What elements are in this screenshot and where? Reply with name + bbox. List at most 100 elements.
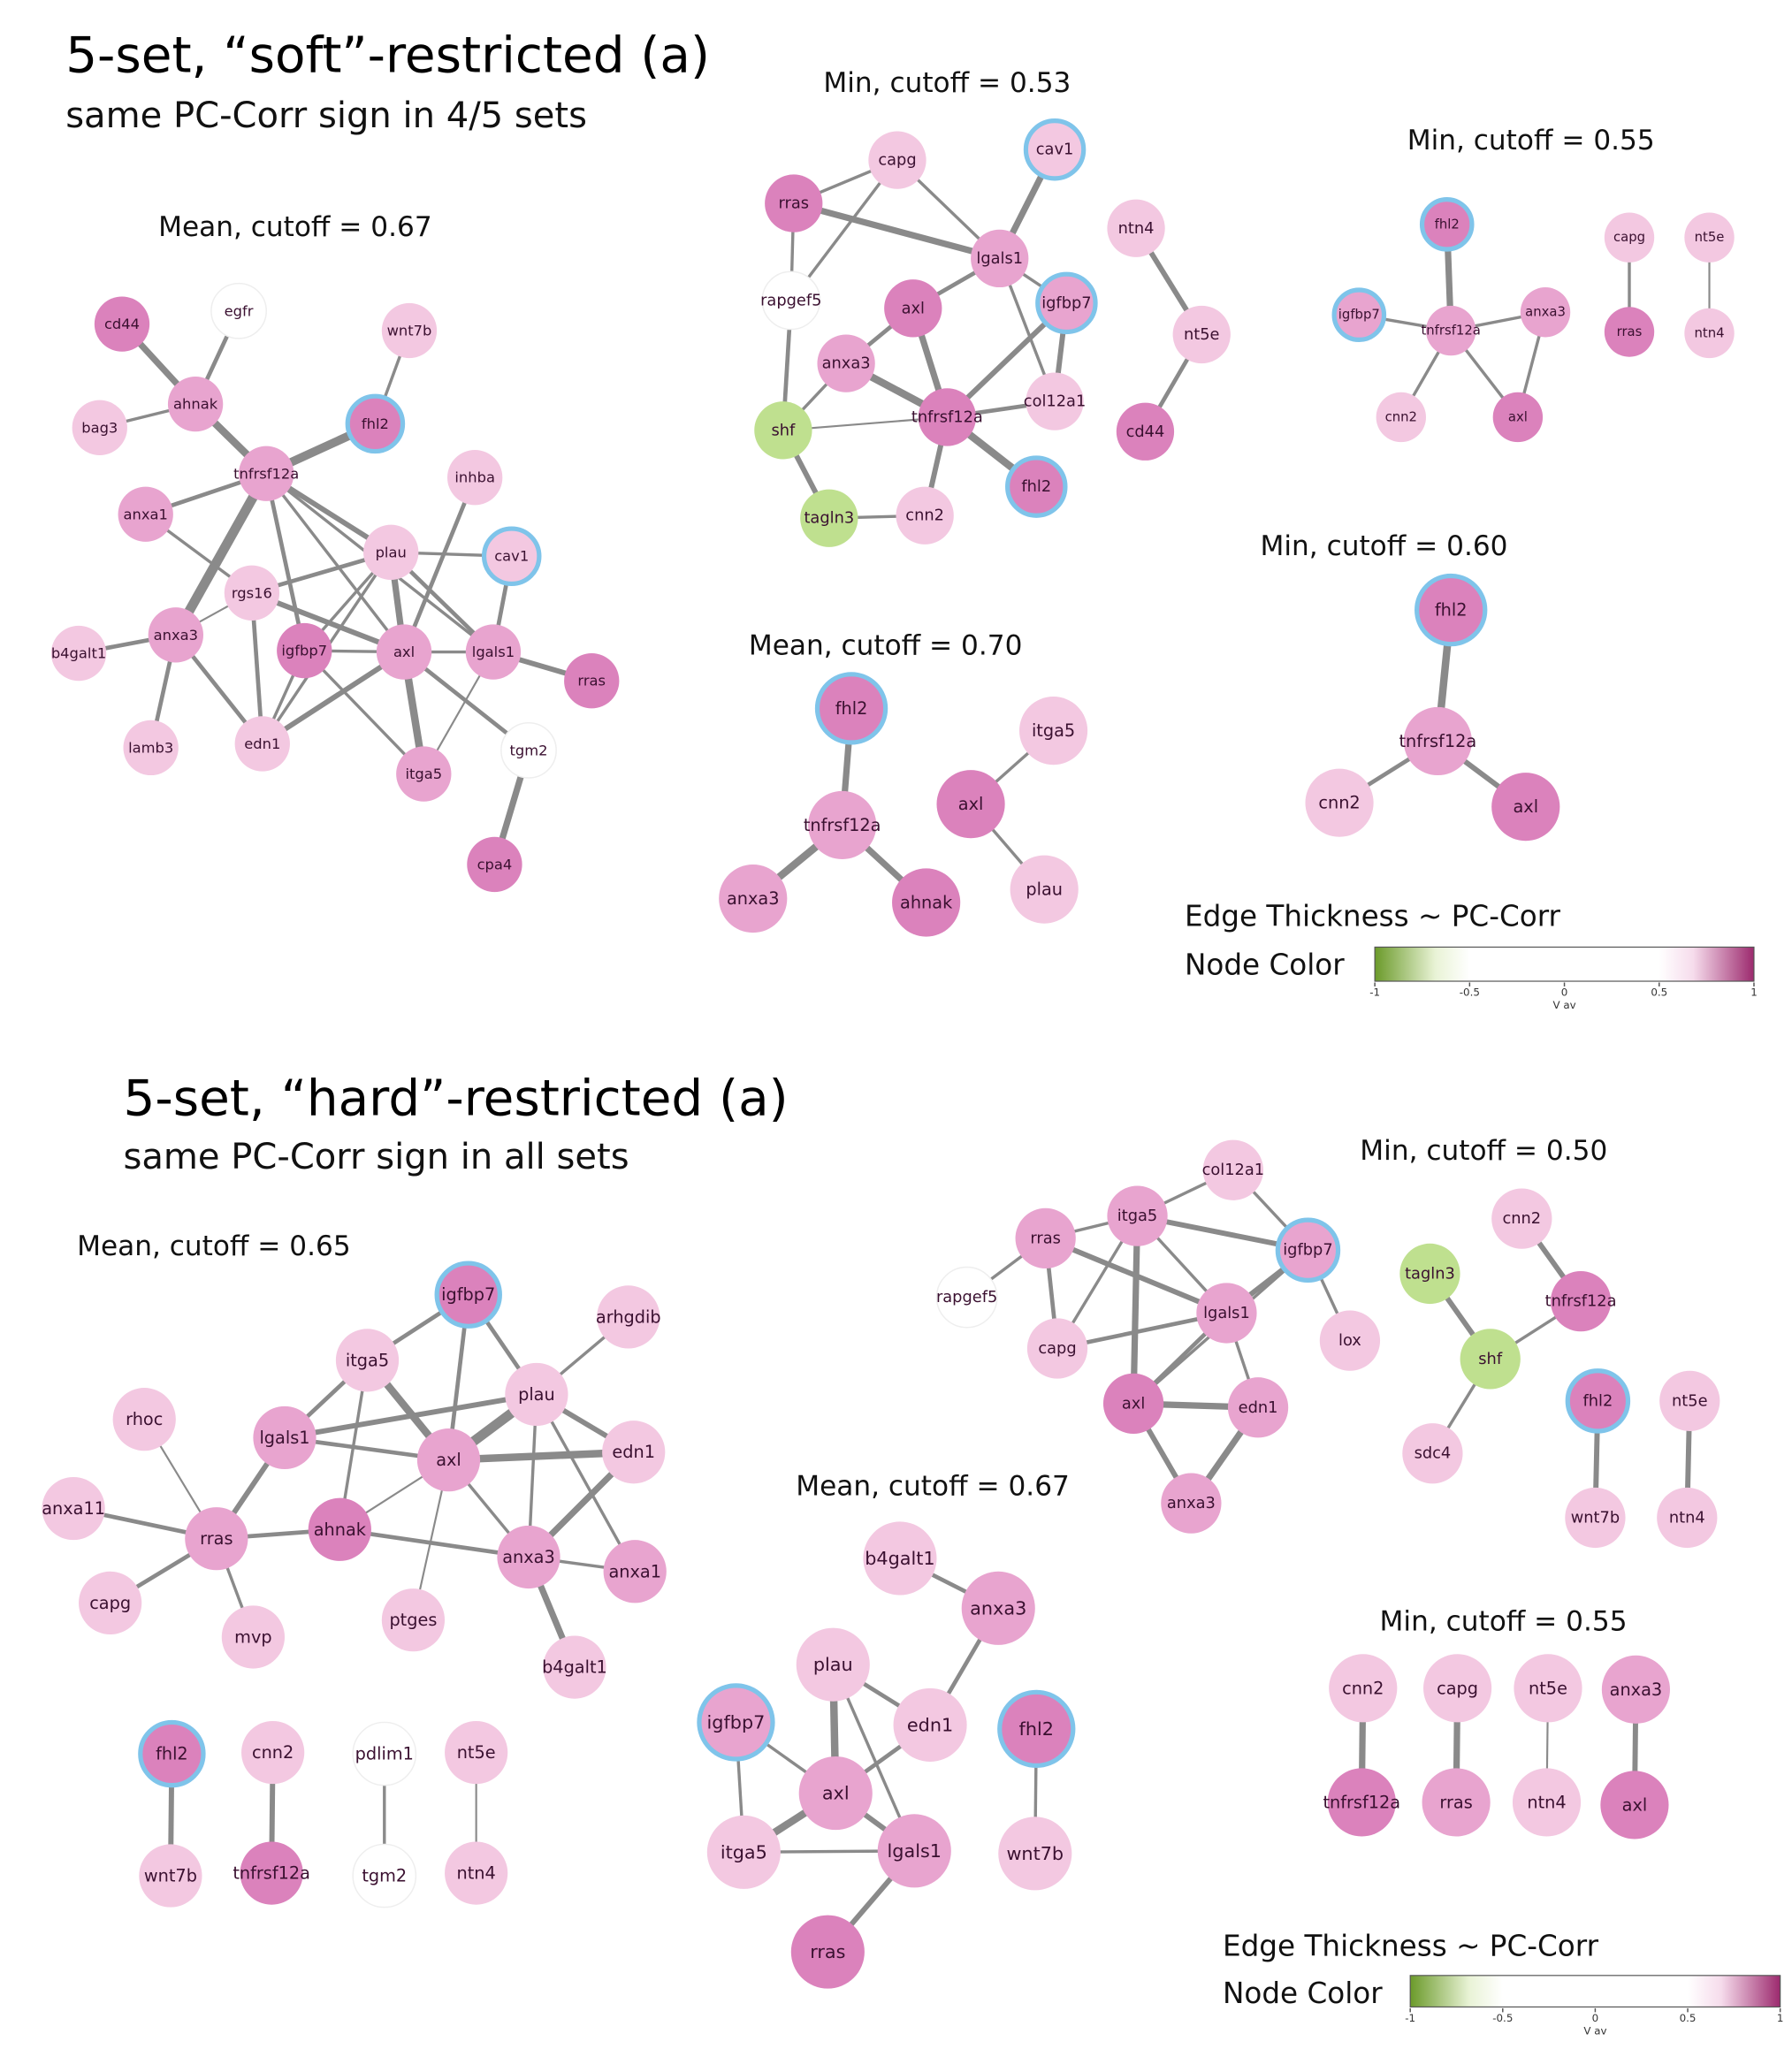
node-wnt7b[interactable]: wnt7b — [381, 302, 438, 359]
node-shf[interactable]: shf — [1460, 1329, 1521, 1390]
node-rgs16[interactable]: rgs16 — [224, 565, 280, 621]
node-axl[interactable]: axl — [1600, 1771, 1669, 1840]
node-nt5e[interactable]: nt5e — [1172, 305, 1231, 364]
node-axl[interactable]: axl — [376, 624, 432, 680]
node-fhl2[interactable]: fhl2 — [814, 672, 888, 745]
node-inhba[interactable]: inhba — [447, 450, 503, 506]
node-col12a1[interactable]: col12a1 — [1202, 1139, 1265, 1200]
node-lgals1[interactable]: lgals1 — [971, 229, 1029, 288]
node-rras[interactable]: rras — [1422, 1768, 1491, 1837]
node-fhl2[interactable]: fhl2 — [1005, 455, 1068, 518]
node-itga5[interactable]: itga5 — [335, 1329, 400, 1392]
node-plau[interactable]: plau — [363, 524, 419, 580]
node-wnt7b[interactable]: wnt7b — [998, 1817, 1072, 1891]
node-igfbp7[interactable]: igfbp7 — [1035, 271, 1098, 335]
node-tagln3[interactable]: tagln3 — [1399, 1243, 1460, 1305]
node-itga5[interactable]: itga5 — [1018, 697, 1088, 766]
node-fhl2[interactable]: fhl2 — [1415, 573, 1488, 647]
node-axl[interactable]: axl — [1491, 773, 1560, 842]
node-igfbp7[interactable]: igfbp7 — [1275, 1217, 1341, 1283]
node-cd44[interactable]: cd44 — [94, 296, 150, 352]
node-ptges[interactable]: ptges — [381, 1588, 446, 1652]
node-anxa3[interactable]: anxa3 — [497, 1525, 560, 1589]
node-lgals1[interactable]: lgals1 — [253, 1405, 316, 1470]
node-lamb3[interactable]: lamb3 — [123, 720, 179, 776]
node-cpa4[interactable]: cpa4 — [467, 836, 522, 893]
node-fhl2[interactable]: fhl2 — [1565, 1368, 1631, 1434]
node-rras[interactable]: rras — [765, 174, 823, 232]
node-tnfrsf12a[interactable]: tnfrsf12a — [233, 446, 299, 501]
node-col12a1[interactable]: col12a1 — [1024, 372, 1087, 430]
node-tnfrsf12a[interactable]: tnfrsf12a — [804, 790, 881, 860]
node-axl[interactable]: axl — [416, 1428, 481, 1492]
node-wnt7b[interactable]: wnt7b — [1565, 1487, 1626, 1549]
node-fhl2[interactable]: fhl2 — [138, 1719, 206, 1788]
node-wnt7b[interactable]: wnt7b — [139, 1844, 202, 1908]
node-b4galt1[interactable]: b4galt1 — [51, 625, 106, 682]
node-axl[interactable]: axl — [1102, 1373, 1164, 1434]
node-tnfrsf12a[interactable]: tnfrsf12a — [1421, 305, 1481, 356]
node-tgm2[interactable]: tgm2 — [352, 1843, 417, 1908]
node-anxa1[interactable]: anxa1 — [118, 486, 173, 542]
node-cnn2[interactable]: cnn2 — [241, 1720, 305, 1785]
node-nt5e[interactable]: nt5e — [1659, 1370, 1720, 1432]
node-rras[interactable]: rras — [790, 1915, 865, 1989]
node-shf[interactable]: shf — [754, 401, 812, 460]
node-lgals1[interactable]: lgals1 — [465, 624, 522, 680]
node-plau[interactable]: plau — [1010, 855, 1079, 924]
node-edn1[interactable]: edn1 — [602, 1421, 666, 1484]
node-edn1[interactable]: edn1 — [1227, 1377, 1289, 1438]
node-anxa1[interactable]: anxa1 — [603, 1540, 667, 1603]
node-egfr[interactable]: egfr — [210, 282, 267, 339]
node-sdc4[interactable]: sdc4 — [1402, 1423, 1463, 1484]
node-plau[interactable]: plau — [505, 1362, 568, 1427]
node-nt5e[interactable]: nt5e — [445, 1720, 508, 1785]
node-ntn4[interactable]: ntn4 — [1684, 308, 1735, 359]
node-b4galt1[interactable]: b4galt1 — [863, 1521, 937, 1596]
node-itga5[interactable]: itga5 — [396, 746, 452, 802]
node-axl[interactable]: axl — [1492, 392, 1544, 443]
node-rras[interactable]: rras — [564, 653, 620, 709]
node-tnfrsf12a[interactable]: tnfrsf12a — [911, 388, 983, 446]
node-lgals1[interactable]: lgals1 — [877, 1814, 951, 1888]
node-capg[interactable]: capg — [79, 1571, 142, 1635]
node-cav1[interactable]: cav1 — [481, 526, 542, 587]
node-ntn4[interactable]: ntn4 — [1107, 199, 1165, 257]
node-cnn2[interactable]: cnn2 — [1329, 1654, 1398, 1723]
node-capg[interactable]: capg — [1026, 1318, 1088, 1379]
node-ahnak[interactable]: ahnak — [167, 376, 224, 432]
node-arhgdib[interactable]: arhgdib — [596, 1285, 661, 1349]
node-mvp[interactable]: mvp — [221, 1605, 286, 1669]
node-lgals1[interactable]: lgals1 — [1196, 1283, 1257, 1344]
node-plau[interactable]: plau — [796, 1627, 870, 1702]
node-itga5[interactable]: itga5 — [1107, 1185, 1168, 1246]
node-tnfrsf12a[interactable]: tnfrsf12a — [1545, 1270, 1617, 1332]
node-tnfrsf12a[interactable]: tnfrsf12a — [1399, 706, 1477, 776]
node-rapgef5[interactable]: rapgef5 — [760, 270, 821, 331]
node-ahnak[interactable]: ahnak — [308, 1497, 371, 1561]
node-tgm2[interactable]: tgm2 — [500, 721, 557, 779]
node-rapgef5[interactable]: rapgef5 — [935, 1266, 998, 1329]
node-cnn2[interactable]: cnn2 — [1305, 768, 1374, 837]
node-anxa3[interactable]: anxa3 — [148, 607, 204, 663]
node-tagln3[interactable]: tagln3 — [800, 489, 858, 547]
node-capg[interactable]: capg — [868, 131, 927, 189]
node-ntn4[interactable]: ntn4 — [1512, 1768, 1582, 1837]
node-rras[interactable]: rras — [1604, 307, 1655, 357]
node-ntn4[interactable]: ntn4 — [445, 1841, 508, 1905]
node-cnn2[interactable]: cnn2 — [1376, 392, 1426, 443]
node-capg[interactable]: capg — [1604, 212, 1655, 263]
node-itga5[interactable]: itga5 — [706, 1815, 781, 1889]
node-axl[interactable]: axl — [884, 279, 942, 338]
node-pdlim1[interactable]: pdlim1 — [352, 1721, 417, 1786]
node-anxa3[interactable]: anxa3 — [1161, 1473, 1222, 1534]
node-axl[interactable]: axl — [936, 770, 1005, 839]
node-anxa3[interactable]: anxa3 — [961, 1571, 1035, 1645]
node-anxa3[interactable]: anxa3 — [817, 334, 875, 392]
node-tnfrsf12a[interactable]: tnfrsf12a — [1323, 1768, 1400, 1837]
node-rhoc[interactable]: rhoc — [112, 1388, 176, 1451]
node-cav1[interactable]: cav1 — [1023, 118, 1087, 181]
node-ahnak[interactable]: ahnak — [892, 868, 961, 937]
node-tnfrsf12a[interactable]: tnfrsf12a — [233, 1841, 310, 1905]
node-igfbp7[interactable]: igfbp7 — [697, 1683, 775, 1762]
